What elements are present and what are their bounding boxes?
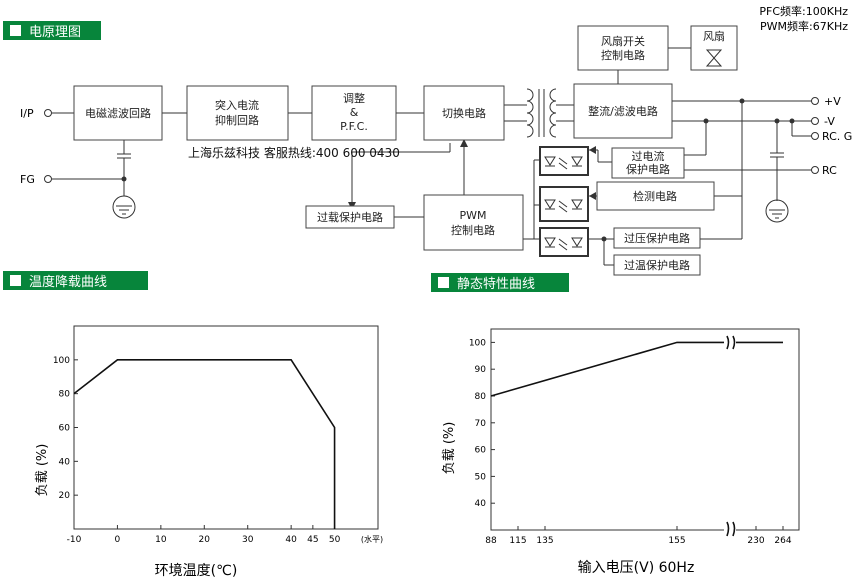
block-ocp-line1: 过电流	[632, 149, 665, 163]
block-switching: 切换电路	[442, 106, 486, 120]
derating-x-tick-label: 50	[329, 535, 341, 545]
derating-curve	[73, 359, 336, 529]
static-x-tick-label: 135	[536, 536, 553, 546]
arrow-icons	[348, 139, 596, 210]
ground-icon-right	[765, 199, 789, 223]
wiring	[52, 47, 812, 266]
static-y-tick-label: 70	[475, 419, 487, 429]
pwm-frequency: PWM频率:67KHz	[760, 19, 848, 33]
block-otp: 过温保护电路	[624, 258, 690, 272]
block-fan-control-line1: 风扇开关	[601, 34, 645, 48]
static-x-tick-label: 264	[774, 536, 791, 546]
ground-icon-left	[112, 195, 136, 219]
block-fan-control-line2: 控制电路	[601, 48, 645, 62]
optocoupler-icon-2	[539, 186, 589, 222]
axis-break-icon-top	[724, 335, 736, 350]
terminal-circles	[44, 97, 819, 183]
derating-y-label: 负载 (%)	[35, 444, 50, 497]
transformer-icon	[526, 88, 557, 138]
block-pfc-line2: &	[350, 106, 359, 119]
block-emi-filter: 电磁滤波回路	[85, 107, 151, 120]
derating-x-tick-label: 10	[155, 535, 167, 545]
section-header-static: 静态特性曲线	[431, 273, 569, 292]
block-olp: 过载保护电路	[317, 210, 383, 224]
derating-y-tick-label: 60	[59, 424, 71, 434]
block-ovp: 过压保护电路	[624, 231, 690, 245]
derating-x-tick-label: 20	[199, 535, 211, 545]
derating-y-tick-label: 80	[59, 390, 71, 400]
derating-x-unit: (水平)	[361, 534, 383, 544]
terminal-plus-v-label: +V	[824, 95, 841, 108]
static-y-tick-label: 50	[475, 472, 487, 482]
static-y-tick-label: 40	[475, 499, 487, 509]
block-pwm-line2: 控制电路	[451, 223, 495, 237]
static-x-tick-label: 88	[485, 536, 497, 546]
derating-x-tick-label: 40	[285, 535, 297, 545]
section-header-block-diagram: 电原理图	[3, 21, 101, 40]
derating-x-tick-label: 0	[115, 535, 121, 545]
block-ocp-line2: 保护电路	[626, 162, 670, 176]
terminal-minus-v-label: -V	[824, 115, 835, 128]
derating-x-label: 环境温度(℃)	[155, 563, 238, 579]
block-fan: 风扇	[703, 29, 725, 43]
derating-y-tick-label: 40	[59, 457, 71, 467]
terminal-rcg-label: RC. G.	[822, 130, 853, 143]
derating-y-tick-label: 20	[59, 491, 71, 501]
block-pfc-line1: 调整	[343, 91, 365, 105]
section-title-static: 静态特性曲线	[457, 277, 535, 292]
derating-x-tick-label: 45	[307, 535, 318, 545]
optocoupler-icon-1	[539, 146, 589, 176]
block-inrush-line1: 突入电流	[215, 98, 259, 112]
static-y-label: 负载 (%)	[442, 422, 457, 475]
block-frames	[73, 25, 738, 276]
axis-break-icon-bottom	[724, 521, 736, 537]
static-x-tick-label: 115	[509, 536, 526, 546]
section-title-block-diagram: 电原理图	[29, 25, 81, 40]
static-plot-frame	[490, 328, 800, 531]
derating-y-tick-label: 100	[53, 356, 70, 366]
static-y-tick-label: 60	[475, 446, 487, 456]
block-inrush-line2: 抑制回路	[215, 113, 259, 127]
junction-dots	[121, 98, 795, 242]
terminal-fg-label: FG	[20, 173, 35, 186]
block-pwm-line1: PWM	[459, 209, 486, 222]
static-y-tick-label: 100	[469, 338, 486, 348]
block-rectifier: 整流/滤波电路	[588, 104, 658, 118]
block-detect: 检测电路	[633, 189, 677, 203]
pfc-frequency: PFC频率:100KHz	[759, 4, 848, 18]
static-x-tick-label: 155	[668, 536, 685, 546]
derating-plot-frame	[73, 325, 379, 530]
derating-x-tick-label: -10	[67, 535, 82, 545]
section-title-derating: 温度降载曲线	[29, 274, 107, 290]
fan-icon	[705, 49, 723, 67]
static-curve	[490, 341, 783, 397]
derating-x-tick-label: 30	[242, 535, 254, 545]
static-chart: 88 115 135 155 230 264 40 50 60 70 80 90 100 输入电压(V)…	[442, 328, 800, 576]
static-y-tick-label: 80	[475, 392, 487, 402]
static-x-label: 输入电压(V) 60Hz	[578, 560, 695, 576]
static-x-tick-label: 230	[747, 536, 764, 546]
static-y-tick-label: 90	[475, 365, 487, 375]
optocoupler-icon-3	[539, 227, 589, 257]
terminal-ip-label: I/P	[20, 107, 34, 120]
watermark-hotline: 上海乐兹科技 客服热线:400 600 0430	[188, 145, 400, 160]
section-header-derating: 温度降载曲线	[3, 271, 148, 290]
block-pfc-line3: P.F.C.	[340, 120, 368, 133]
terminal-rc-label: RC	[822, 164, 837, 177]
